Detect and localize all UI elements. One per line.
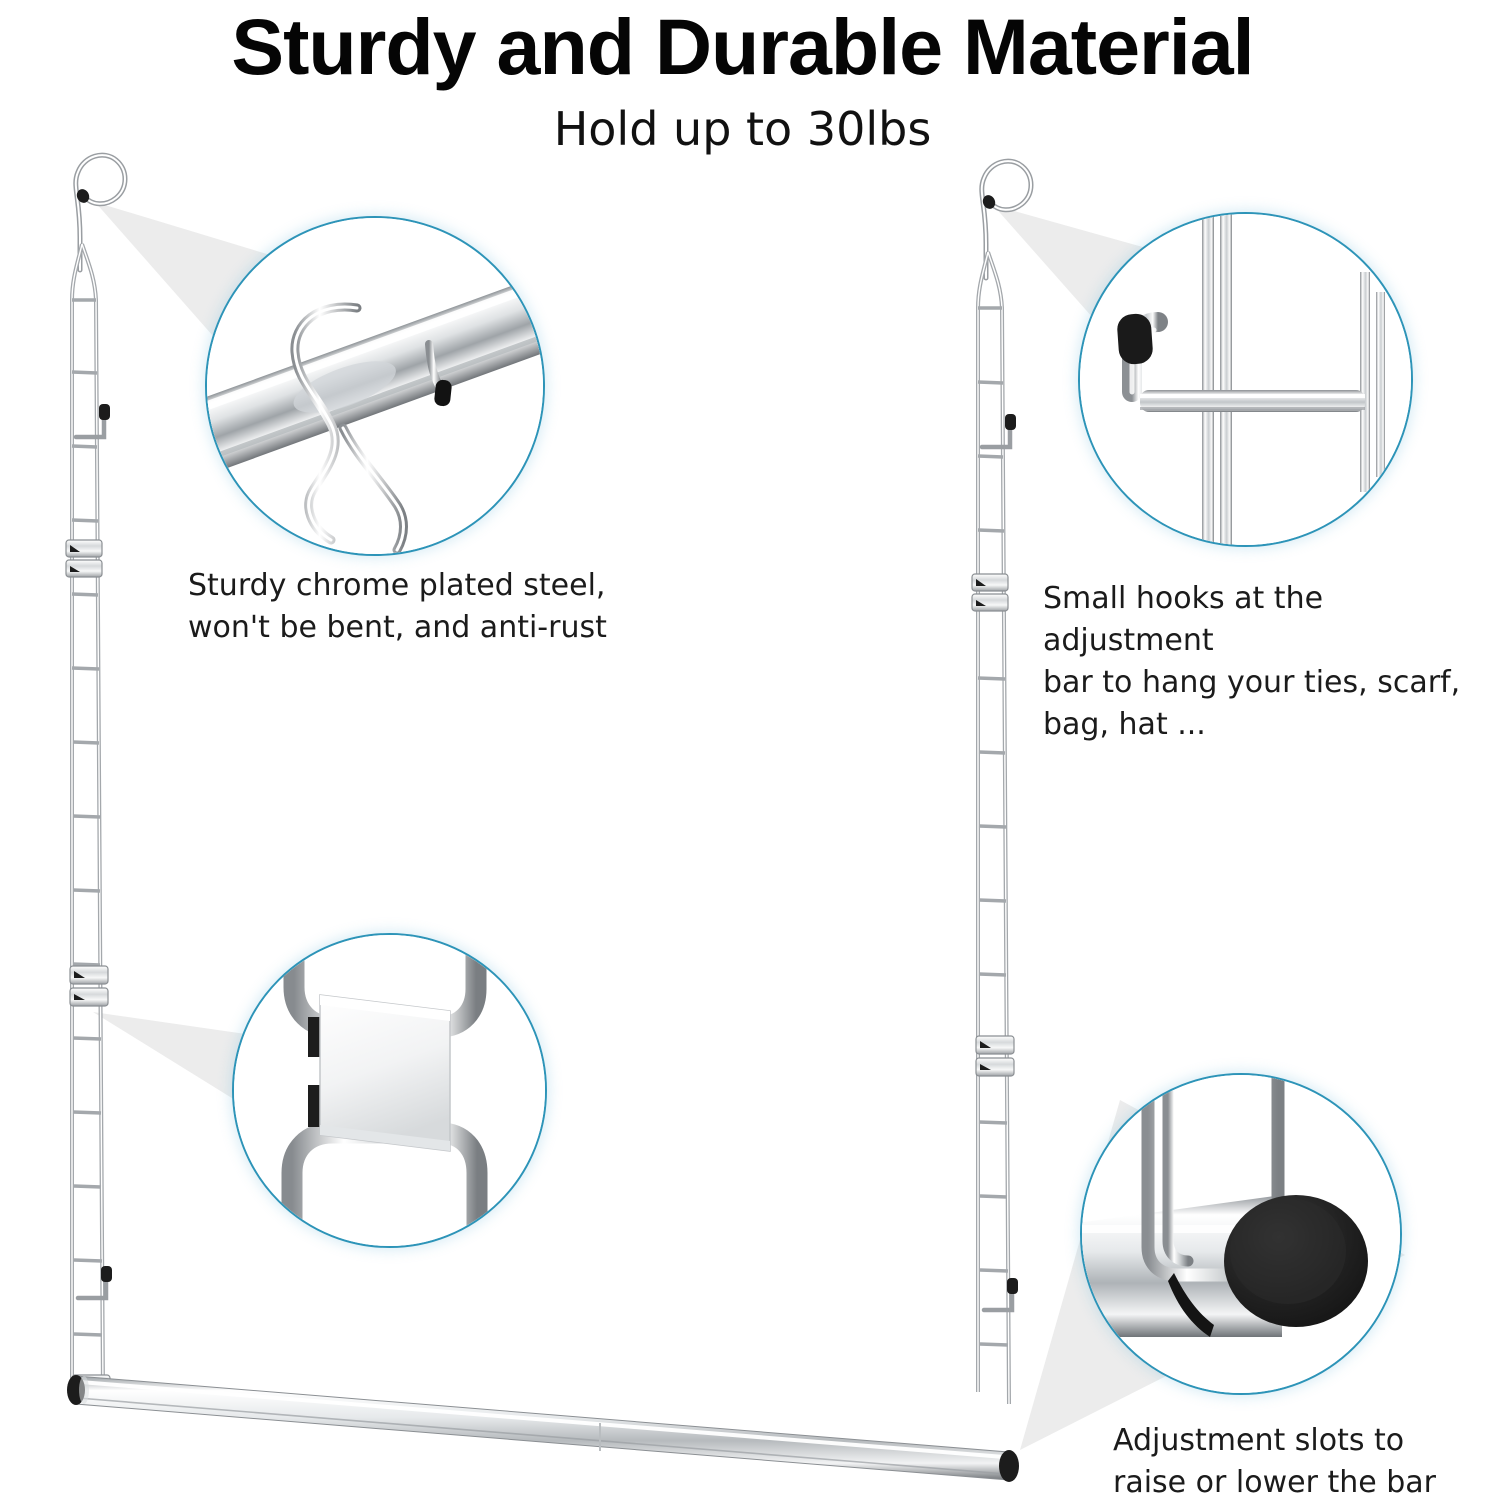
caption-adjustment-slots: Adjustment slots to raise or lower the b… (1113, 1423, 1436, 1500)
right-small-hook (979, 414, 1016, 450)
right-lower-clip (975, 1035, 1015, 1077)
right-small-hook-lower (981, 1278, 1018, 1313)
caption-chrome-steel: Sturdy chrome plated steel, won't be ben… (188, 568, 607, 645)
left-lower-clip (69, 965, 109, 1007)
right-upper-clip (971, 573, 1009, 612)
bar-end-cap-left (67, 1375, 89, 1405)
adjustment-clip-detail (232, 933, 547, 1248)
s-hook-on-rod-detail (205, 216, 545, 556)
left-small-hook-lower (75, 1266, 112, 1301)
page-subtitle: Hold up to 30lbs (553, 102, 932, 156)
hanging-bar (67, 1375, 1019, 1482)
page-title: Sturdy and Durable Material (231, 2, 1254, 91)
right-assembly (971, 158, 1034, 1405)
caption-small-hooks: Small hooks at the adjustment bar to han… (1043, 581, 1461, 742)
small-hook-on-bar-detail (1078, 212, 1413, 547)
left-upper-clip (65, 539, 103, 578)
bar-end-cap-right (999, 1450, 1019, 1482)
left-assembly (65, 152, 128, 1393)
bar-end-cap-detail (1080, 1073, 1402, 1395)
left-small-hook (73, 404, 110, 440)
